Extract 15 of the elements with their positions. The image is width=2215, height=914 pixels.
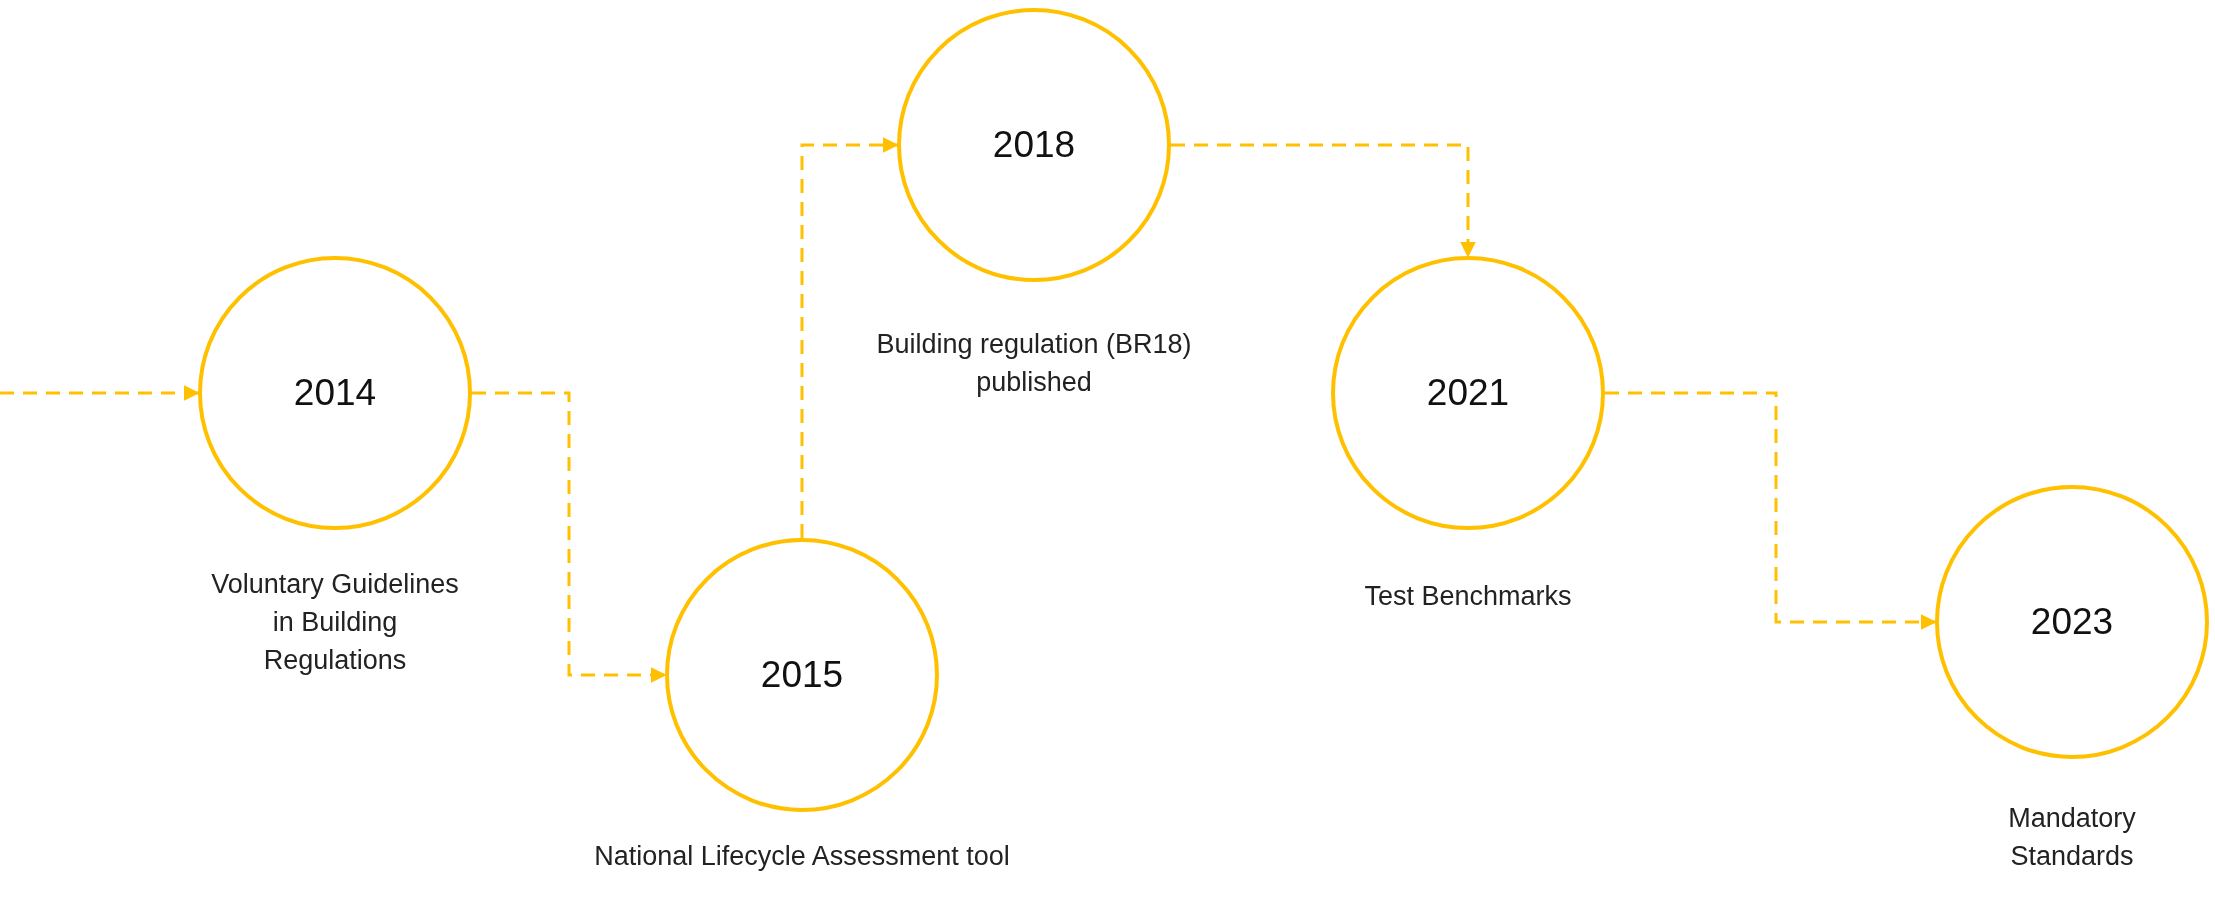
milestone-caption: National Lifecycle Assessment tool [593,840,1011,873]
milestone-caption: Test Benchmarks [1363,580,1573,613]
milestone-caption: Building regulation (BR18) published [875,328,1193,399]
milestone-caption: Mandatory Standards [2007,802,2137,873]
year-label: 2014 [293,372,377,414]
milestone-caption: Voluntary Guidelines in Building Regulations [210,568,460,677]
dashed-arrow [1605,391,1937,630]
year-label: 2023 [2030,601,2114,643]
year-label: 2015 [760,654,844,696]
year-label: 2018 [992,124,1076,166]
dashed-arrow [472,391,667,683]
year-label: 2021 [1426,372,1510,414]
dashed-arrow [1171,143,1476,258]
dashed-arrow [800,137,899,538]
dashed-arrow [0,385,200,401]
